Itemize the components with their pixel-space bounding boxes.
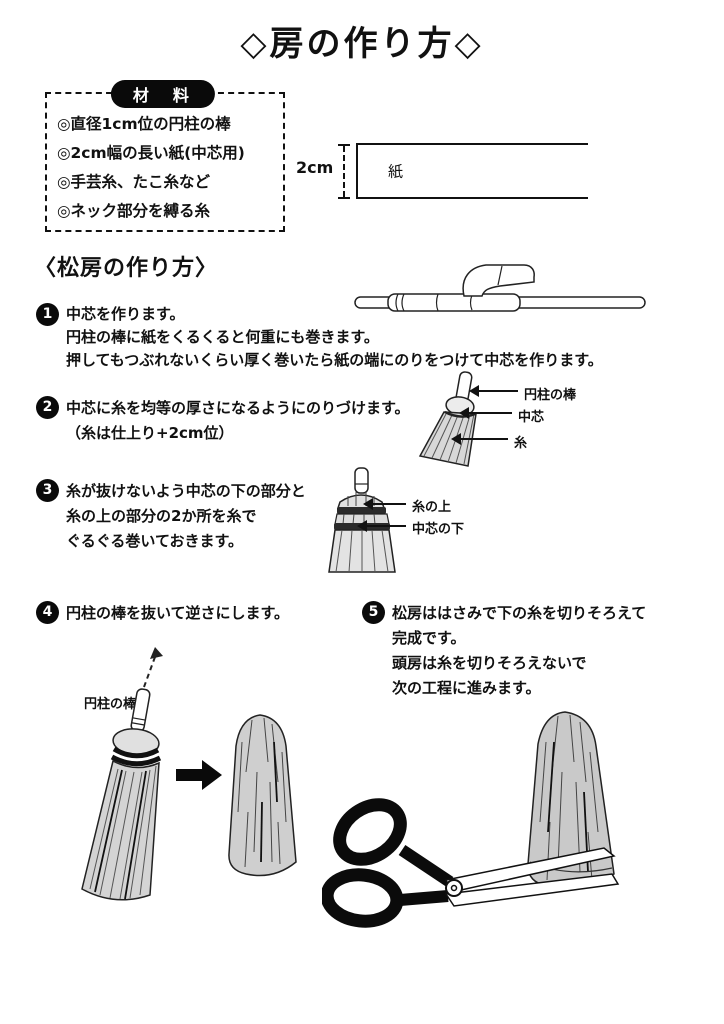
paper-label: 紙	[388, 162, 404, 181]
step-line: 中芯を作ります。	[66, 305, 185, 323]
scissors-trimming-tassel-illustration	[322, 711, 620, 928]
section-heading: 〈松房の作り方〉	[34, 256, 219, 281]
measure-line	[338, 144, 350, 199]
glued-thread-tassel-illustration	[418, 371, 477, 467]
rod-with-paper-illustration	[354, 264, 646, 312]
step-line: 押してもつぶれないくらい厚く巻いたら紙の端にのりをつけて中芯を作ります。	[66, 351, 603, 369]
step-number-badge: 3	[36, 479, 59, 502]
step4-text: 円柱の棒を抜いて逆さにします。	[66, 601, 289, 626]
step-line: （糸は仕上り+2cm位）	[66, 424, 234, 442]
materials-item: ◎ネック部分を縛る糸	[57, 202, 211, 220]
callout-arrow	[459, 407, 512, 419]
materials-item: ◎手芸糸、たこ糸など	[57, 173, 211, 191]
page-title: ◇房の作り方◇	[240, 24, 484, 64]
materials-item: ◎直径1cm位の円柱の棒	[57, 115, 231, 133]
callout-arrow	[469, 385, 518, 397]
core-callout-label: 中芯	[518, 410, 545, 425]
step-line: 円柱の棒に紙をくるくると何重にも巻きます。	[66, 328, 379, 346]
callout-arrow	[357, 520, 406, 532]
flipped-tassel-illustration	[228, 714, 297, 877]
right-arrow-icon	[176, 760, 222, 790]
step-line: 糸が抜けないよう中芯の下の部分と	[66, 482, 306, 500]
callout-arrow	[451, 433, 508, 445]
step5-text: 松房ははさみで下の糸を切りそろえて 完成です。 頭房は糸を切りそろえないで 次の…	[392, 601, 646, 701]
rod-pullout-tassel-illustration	[81, 647, 163, 901]
materials-badge: 材 料	[110, 80, 215, 108]
step2-text: 中芯に糸を均等の厚さになるようにのりづけます。 （糸は仕上り+2cm位）	[66, 396, 410, 446]
rod-callout-label: 円柱の棒	[524, 388, 577, 403]
thread-top-callout-label: 糸の上	[412, 500, 452, 515]
materials-box: 材 料 ◎直径1cm位の円柱の棒 ◎2cm幅の長い紙(中芯用) ◎手芸糸、たこ糸…	[45, 80, 285, 232]
step-number-badge: 2	[36, 396, 59, 419]
step-number-badge: 5	[362, 601, 385, 624]
rod-callout-label: 円柱の棒	[84, 697, 137, 712]
step-line: 中芯に糸を均等の厚さになるようにのりづけます。	[66, 399, 410, 417]
callout-arrow	[363, 498, 406, 510]
step-line: 円柱の棒を抜いて逆さにします。	[66, 604, 290, 622]
materials-item: ◎2cm幅の長い紙(中芯用)	[57, 144, 245, 162]
core-bottom-callout-label: 中芯の下	[412, 522, 465, 537]
thread-callout-label: 糸	[514, 436, 528, 451]
materials-list: ◎直径1cm位の円柱の棒 ◎2cm幅の長い紙(中芯用) ◎手芸糸、たこ糸など ◎…	[47, 94, 283, 226]
paper-strip-diagram: 紙	[356, 143, 588, 199]
step-line: ぐるぐる巻いておきます。	[66, 532, 244, 550]
step3-text: 糸が抜けないよう中芯の下の部分と 糸の上の部分の2か所を糸で ぐるぐる巻いておき…	[66, 479, 306, 554]
step-line: 完成です。	[392, 629, 466, 647]
step-line: 頭房は糸を切りそろえないで	[392, 654, 587, 672]
step-number-badge: 4	[36, 601, 59, 624]
step-line: 次の工程に進みます。	[392, 679, 541, 697]
step-line: 糸の上の部分の2か所を糸で	[66, 507, 257, 525]
step-number-badge: 1	[36, 303, 59, 326]
paper-width-measure: 2cm	[296, 158, 334, 177]
step-line: 松房ははさみで下の糸を切りそろえて	[392, 604, 647, 622]
step1-text: 中芯を作ります。 円柱の棒に紙をくるくると何重にも巻きます。 押してもつぶれない…	[66, 303, 603, 372]
